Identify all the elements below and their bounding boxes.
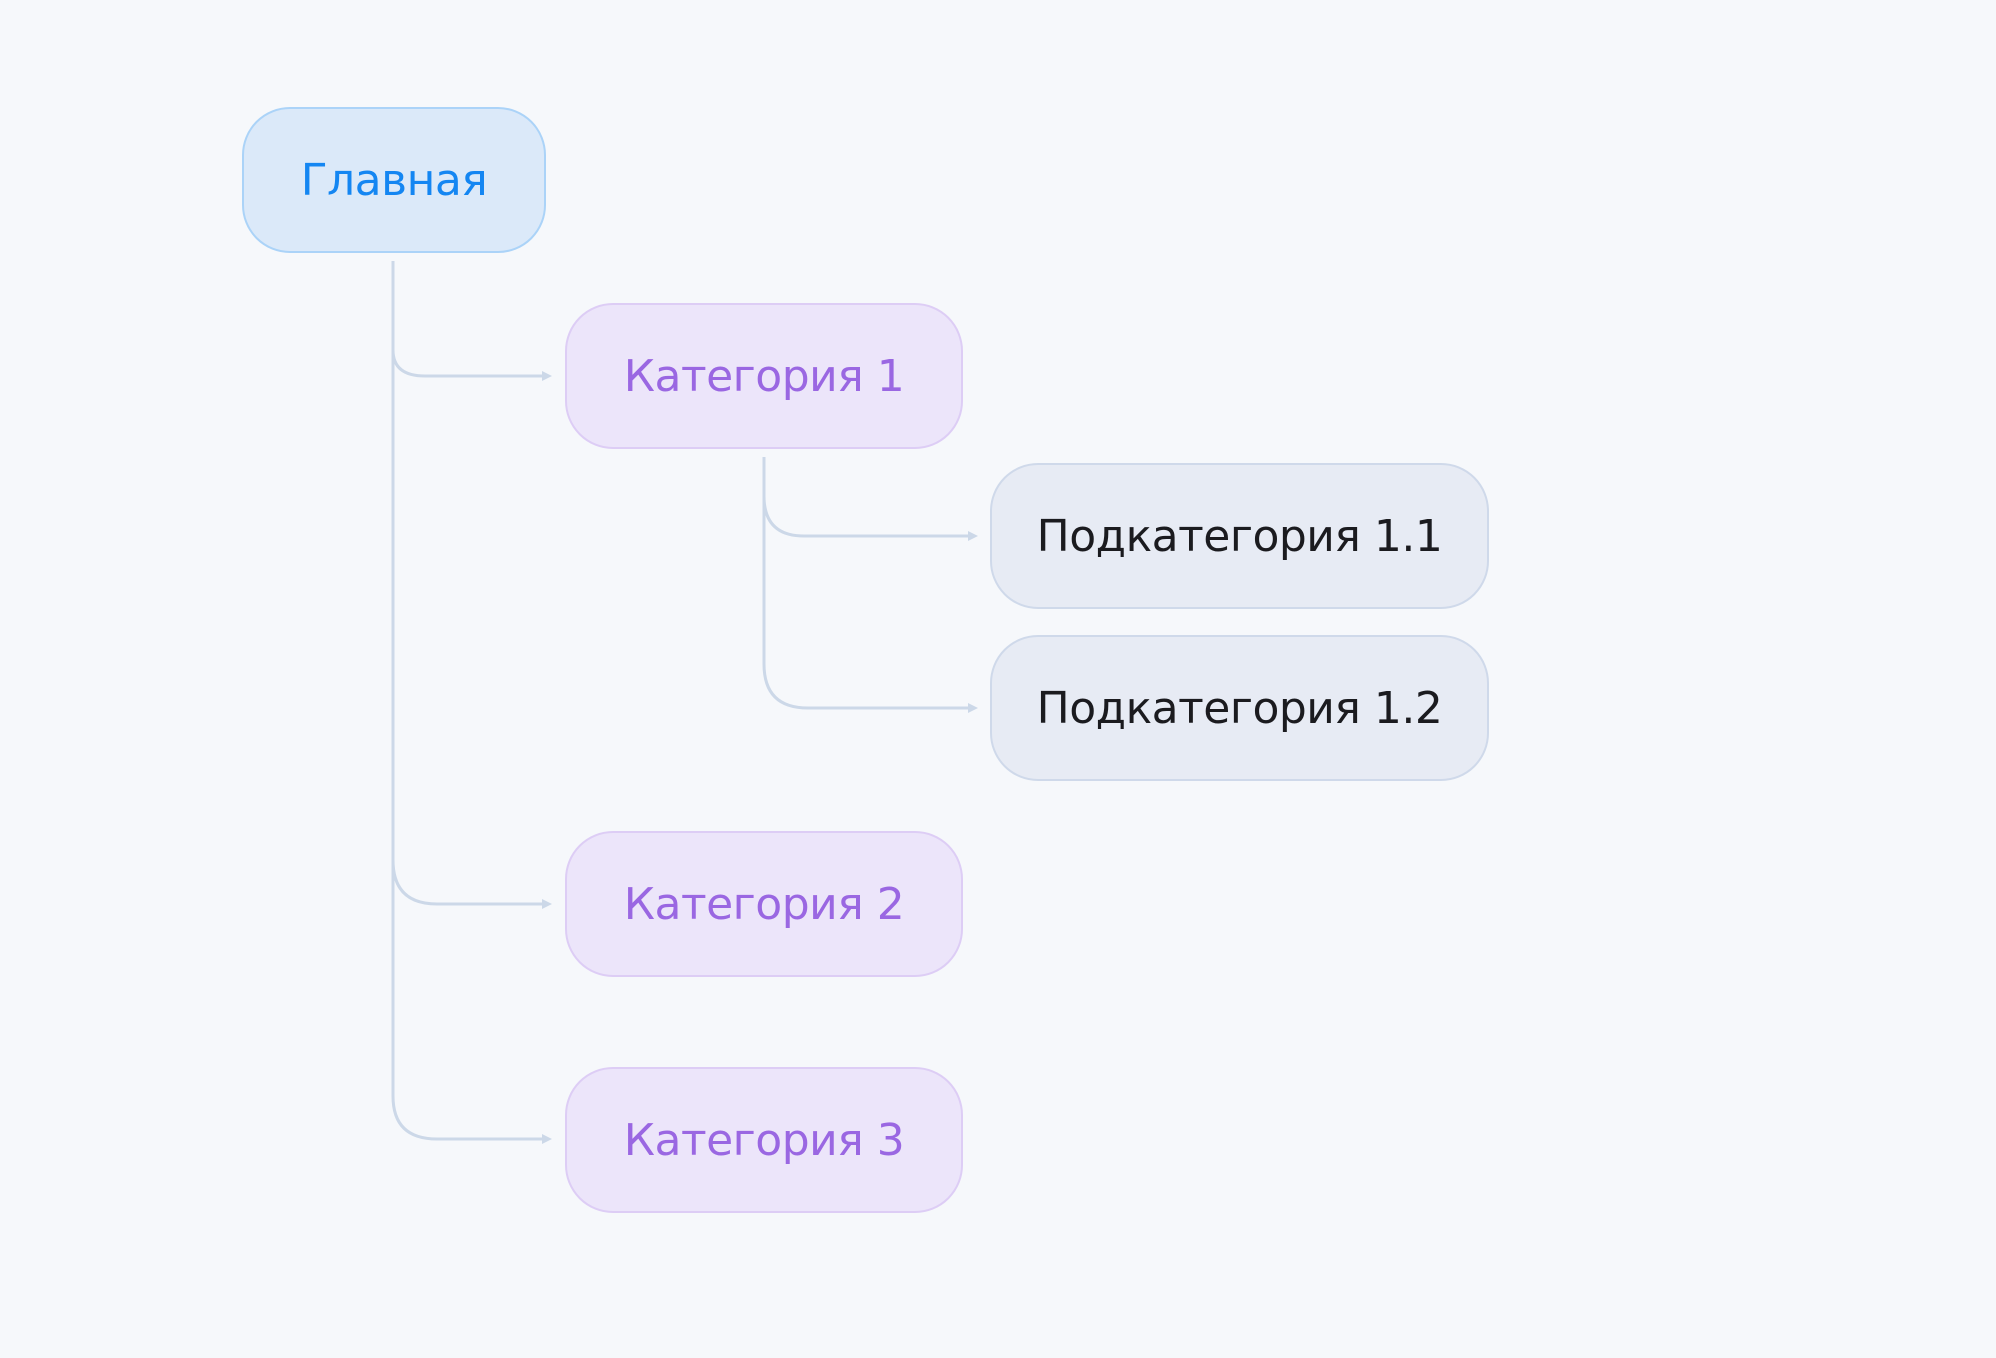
- node-label: Главная: [300, 154, 488, 206]
- connector-root-to-category-2: [391, 350, 552, 909]
- node-category-2[interactable]: Категория 2: [565, 831, 963, 977]
- node-label: Категория 3: [623, 1114, 905, 1166]
- node-label: Подкатегория 1.1: [1036, 510, 1443, 562]
- node-root-home[interactable]: Главная: [242, 107, 546, 253]
- node-label: Категория 2: [623, 878, 905, 930]
- node-subcategory-1-1[interactable]: Подкатегория 1.1: [990, 463, 1489, 609]
- node-category-1[interactable]: Категория 1: [565, 303, 963, 449]
- node-subcategory-1-2[interactable]: Подкатегория 1.2: [990, 635, 1489, 781]
- connector-root-to-category-3: [391, 860, 552, 1144]
- connector-category-1-to-sub-1-1: [762, 457, 978, 541]
- node-label: Категория 1: [623, 350, 905, 402]
- connector-root-to-category-1: [391, 261, 552, 381]
- connector-category-1-to-sub-1-2: [762, 496, 978, 713]
- node-label: Подкатегория 1.2: [1036, 682, 1443, 734]
- node-category-3[interactable]: Категория 3: [565, 1067, 963, 1213]
